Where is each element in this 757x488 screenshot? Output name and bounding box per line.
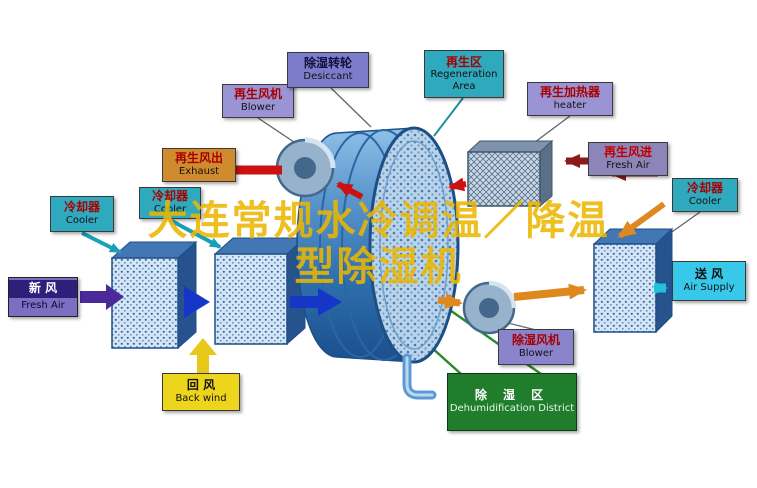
label-cooler-left-1-zh: 冷却器	[63, 200, 100, 215]
label-exhaust-zh: 再生风出	[174, 151, 223, 166]
label-fresh-air: 新 风 Fresh Air	[8, 277, 78, 317]
process-air-arrows	[184, 286, 342, 318]
label-regeneration-area-en: Regeneration Area	[430, 69, 498, 92]
label-air-supply-zh: 送 风	[694, 267, 724, 282]
regen-blower-fan	[275, 137, 336, 198]
label-air-supply-en: Air Supply	[683, 282, 735, 294]
label-back-wind-en: Back wind	[175, 393, 227, 405]
label-regen-heater-zh: 再生加热器	[539, 85, 600, 100]
wheel-drain-duct	[402, 353, 437, 400]
dehumid-blower-fan	[462, 280, 517, 335]
label-regen-fresh-air-zh: 再生风进	[603, 145, 652, 160]
label-fresh-air-en: Fresh Air	[21, 300, 65, 312]
label-regen-blower-zh: 再生风机	[233, 87, 282, 102]
label-back-wind: 回 风 Back wind	[162, 373, 240, 411]
label-regen-fresh-air: 再生风进 Fresh Air	[588, 142, 668, 176]
supply-path-arrows	[437, 201, 666, 309]
label-exhaust-en: Exhaust	[178, 166, 220, 178]
label-regeneration-area: 再生区 Regeneration Area	[424, 50, 504, 98]
label-cooler-right-en: Cooler	[688, 196, 722, 208]
label-air-supply: 送 风 Air Supply	[672, 261, 746, 301]
label-regen-heater-en: heater	[553, 100, 587, 112]
ahu-unit-left-1	[110, 240, 198, 350]
label-back-wind-zh: 回 风	[186, 378, 216, 393]
label-connector-lines	[257, 87, 701, 331]
label-regeneration-area-zh: 再生区	[445, 54, 482, 69]
label-dehumid-district-en: Dehumidification District	[449, 403, 575, 415]
label-regen-fresh-air-en: Fresh Air	[606, 160, 650, 172]
label-dehumid-blower-zh: 除湿风机	[511, 333, 560, 348]
fresh-air-arrow	[80, 284, 124, 310]
cooler-pointer-arrows	[81, 218, 222, 254]
label-cooler-left-1: 冷却器 Cooler	[50, 196, 114, 232]
label-cooler-left-2-zh: 冷却器	[151, 189, 188, 204]
label-regen-blower: 再生风机 Blower	[222, 84, 294, 118]
label-dehumid-district: 除 湿 区 Dehumidification District	[447, 373, 577, 431]
label-regen-blower-en: Blower	[240, 102, 276, 114]
label-dehumid-blower-en: Blower	[518, 348, 554, 360]
label-dehumid-district-zh: 除 湿 区	[474, 388, 550, 403]
ahu-unit-left-2	[213, 236, 307, 346]
label-cooler-right: 冷却器 Cooler	[672, 178, 738, 212]
label-fresh-air-zh: 新 风	[9, 280, 77, 299]
label-exhaust: 再生风出 Exhaust	[162, 148, 236, 182]
label-desiccant-en: Desiccant	[303, 71, 353, 83]
regen-area-pointer-line	[433, 97, 464, 137]
label-cooler-right-zh: 冷却器	[686, 181, 723, 196]
label-regen-heater: 再生加热器 heater	[527, 82, 613, 116]
back-wind-arrow	[189, 338, 217, 373]
label-cooler-left-2: 冷却器 Cooler	[139, 187, 201, 219]
supply-cooler-unit	[592, 227, 674, 334]
label-desiccant: 除湿转轮 Desiccant	[287, 52, 369, 88]
label-desiccant-zh: 除湿转轮	[303, 56, 352, 71]
regen-heater-block	[466, 139, 554, 208]
label-cooler-left-1-en: Cooler	[65, 215, 99, 227]
label-dehumid-blower: 除湿风机 Blower	[498, 329, 574, 365]
label-cooler-left-2-en: Cooler	[153, 204, 187, 216]
